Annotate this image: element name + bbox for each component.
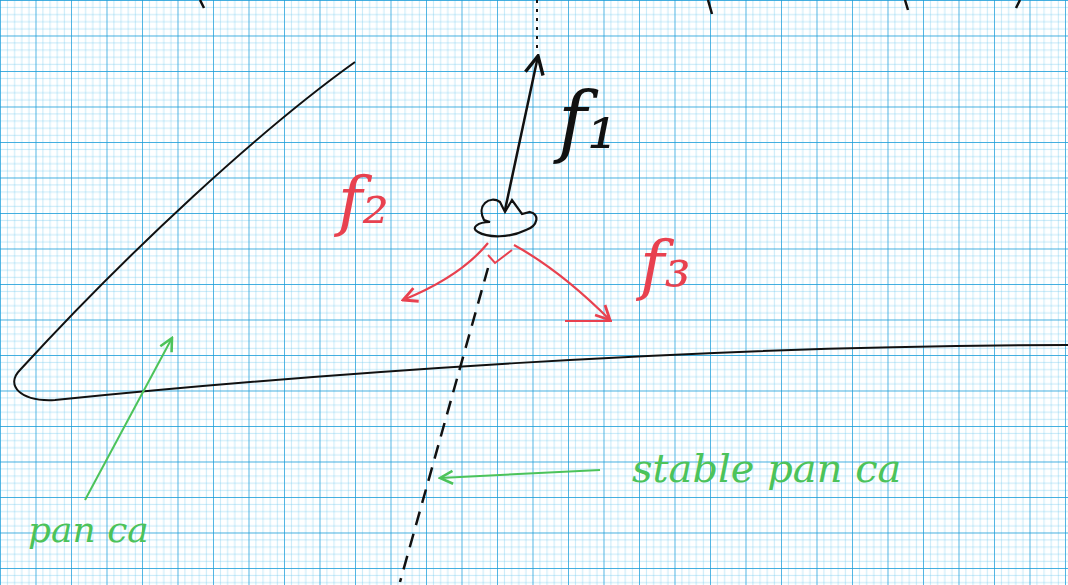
force-label: f₁ [558,82,618,160]
force-label: f₂ [338,168,389,234]
annotation-note: stable pan ca [632,448,901,488]
force-label: f₃ [640,232,691,298]
annotation-note: pan ca [28,512,149,548]
